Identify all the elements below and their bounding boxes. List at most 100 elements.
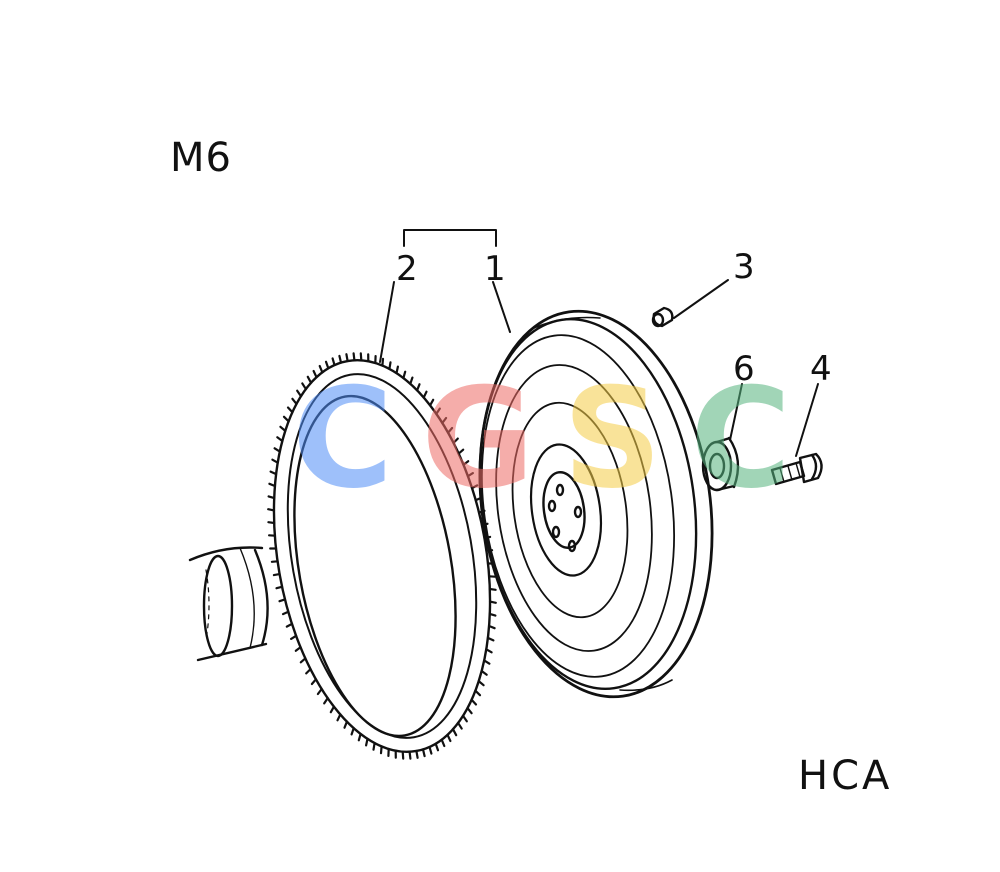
gear-tooth <box>357 732 362 742</box>
dowel-pin <box>651 306 674 328</box>
gear-tooth <box>296 389 303 398</box>
gear-tooth <box>270 560 279 563</box>
gear-tooth <box>343 720 348 729</box>
gear-tooth <box>267 495 276 500</box>
flywheel-bolt <box>770 452 823 486</box>
watermark-letter: C <box>690 358 791 519</box>
gear-tooth <box>336 713 342 722</box>
gear-tooth <box>441 416 448 425</box>
watermark-letter: S <box>562 358 662 519</box>
gear-tooth <box>267 521 276 525</box>
gear-tooth <box>379 745 383 755</box>
gear-tooth <box>294 646 302 652</box>
gear-tooth <box>429 398 435 407</box>
gear-tooth <box>279 425 287 432</box>
gear-tooth <box>395 365 399 375</box>
gear-tooth <box>415 749 419 759</box>
gear-tooth <box>267 508 276 512</box>
gear-tooth <box>461 714 468 723</box>
gear-tooth <box>268 482 276 488</box>
gear-tooth <box>435 407 441 415</box>
gear-tooth <box>381 357 385 367</box>
gear-tooth <box>310 678 317 686</box>
gear-tooth <box>281 610 290 616</box>
gear-tooth <box>470 484 479 490</box>
gear-tooth <box>324 360 330 370</box>
gear-tooth <box>422 390 428 399</box>
gear-tooth <box>285 622 294 628</box>
gear-tooth <box>269 470 278 476</box>
gear-tooth <box>312 369 318 379</box>
gear-tooth <box>299 657 307 664</box>
gear-tooth <box>331 357 336 367</box>
gear-tooth <box>457 721 463 730</box>
gear-tooth <box>316 687 323 696</box>
gear-tooth <box>452 437 459 444</box>
gear-tooth <box>440 738 446 748</box>
gear-tooth <box>401 750 405 760</box>
gear-tooth <box>286 406 294 414</box>
gear-tooth <box>421 748 426 758</box>
watermark-letter: G <box>421 358 534 519</box>
gear-tooth <box>290 634 298 641</box>
gear-tooth <box>291 397 298 405</box>
gear-tooth <box>488 612 497 617</box>
gear-tooth <box>409 376 414 385</box>
gear-tooth <box>272 572 281 577</box>
callout-leaders <box>379 229 819 457</box>
gear-tooth <box>416 383 421 392</box>
gear-tooth <box>301 382 307 391</box>
gear-tooth <box>466 706 473 715</box>
gear-tooth <box>486 636 495 642</box>
gear-tooth <box>365 737 369 747</box>
gear-tooth <box>276 436 284 443</box>
gear-tooth <box>483 659 491 665</box>
callout-dowel-pin: 3 <box>733 247 755 287</box>
gear-tooth <box>345 353 349 363</box>
watermark-logo: C G S C <box>292 358 791 519</box>
gear-tooth <box>275 585 284 590</box>
gear-tooth <box>273 447 281 453</box>
flywheel <box>478 309 714 699</box>
gear-tooth <box>350 727 355 736</box>
gear-tooth <box>306 375 313 384</box>
gear-tooth <box>457 448 465 455</box>
code-label: HCA <box>798 753 893 799</box>
gear-tooth <box>388 361 392 370</box>
crankshaft-end <box>188 546 269 662</box>
gear-tooth <box>447 426 454 434</box>
gear-tooth <box>282 415 290 423</box>
gear-tooth <box>480 669 488 676</box>
gear-tooth <box>451 728 458 737</box>
gear-tooth <box>488 600 497 604</box>
model-label: M6 <box>170 135 232 181</box>
gear-tooth <box>477 679 485 687</box>
gear-tooth <box>338 354 343 364</box>
callout-ring-gear: 2 <box>396 249 418 289</box>
gear-tooth <box>305 667 312 675</box>
gear-tooth <box>428 745 433 755</box>
pilot-bearing <box>701 436 740 492</box>
watermark-letter: C <box>292 358 393 519</box>
gear-tooth <box>329 705 335 714</box>
gear-tooth <box>352 352 356 362</box>
callout-bolt: 4 <box>810 349 832 389</box>
gear-tooth <box>466 472 474 478</box>
gear-tooth <box>359 352 363 362</box>
gear-tooth <box>462 460 470 466</box>
gear-tooth <box>434 742 440 752</box>
gear-tooth <box>372 741 376 751</box>
callout-pilot-bearing: 6 <box>733 349 755 389</box>
gear-tooth <box>470 698 478 706</box>
gear-tooth <box>474 689 482 697</box>
callout-flywheel: 1 <box>484 249 506 289</box>
gear-tooth <box>408 750 412 760</box>
gear-tooth <box>488 587 497 591</box>
gear-tooth <box>488 624 496 630</box>
gear-tooth <box>323 696 329 705</box>
gear-tooth <box>271 458 279 464</box>
gear-tooth <box>485 648 493 654</box>
gear-tooth <box>402 370 407 380</box>
gear-tooth <box>446 733 452 743</box>
